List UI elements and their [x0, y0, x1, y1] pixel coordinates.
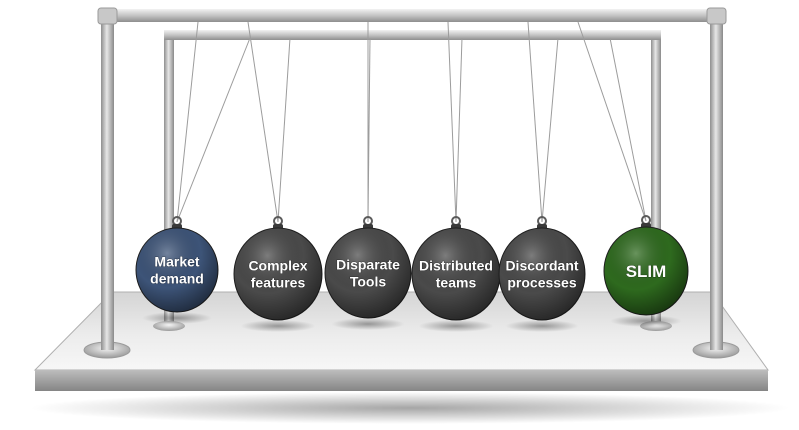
ball-shading — [234, 228, 322, 320]
pendulum-strings — [176, 21, 647, 223]
pendulum-string — [447, 21, 457, 223]
ball-shadow — [331, 318, 405, 330]
pendulum-string — [176, 37, 251, 223]
pendulum-ball: SLIM — [603, 215, 689, 327]
base-shadow — [30, 392, 790, 424]
ball-shadow — [142, 312, 212, 324]
frame-front — [83, 7, 740, 359]
ball-shading — [604, 227, 688, 315]
ball-shadow — [610, 315, 682, 327]
pendulum-string — [455, 37, 463, 223]
ball-shading — [136, 228, 218, 312]
pendulum-string — [527, 21, 543, 223]
pendulum-string — [609, 37, 647, 222]
frame-back — [153, 30, 672, 331]
pendulum-string — [176, 21, 199, 223]
ball-shading — [499, 228, 585, 320]
ball-shading — [412, 228, 500, 320]
pendulum-string — [541, 37, 559, 223]
pendulum-string — [577, 21, 647, 222]
pendulum-string — [247, 21, 279, 223]
ball-shadow — [418, 320, 494, 332]
ball-label: SLIM — [626, 262, 667, 281]
ball-shadow — [505, 320, 579, 332]
cradle-base — [33, 291, 769, 391]
pendulum-string — [367, 37, 371, 223]
ball-shading — [325, 228, 411, 318]
ball-shadow — [240, 320, 316, 332]
pendulum-string — [277, 37, 291, 223]
